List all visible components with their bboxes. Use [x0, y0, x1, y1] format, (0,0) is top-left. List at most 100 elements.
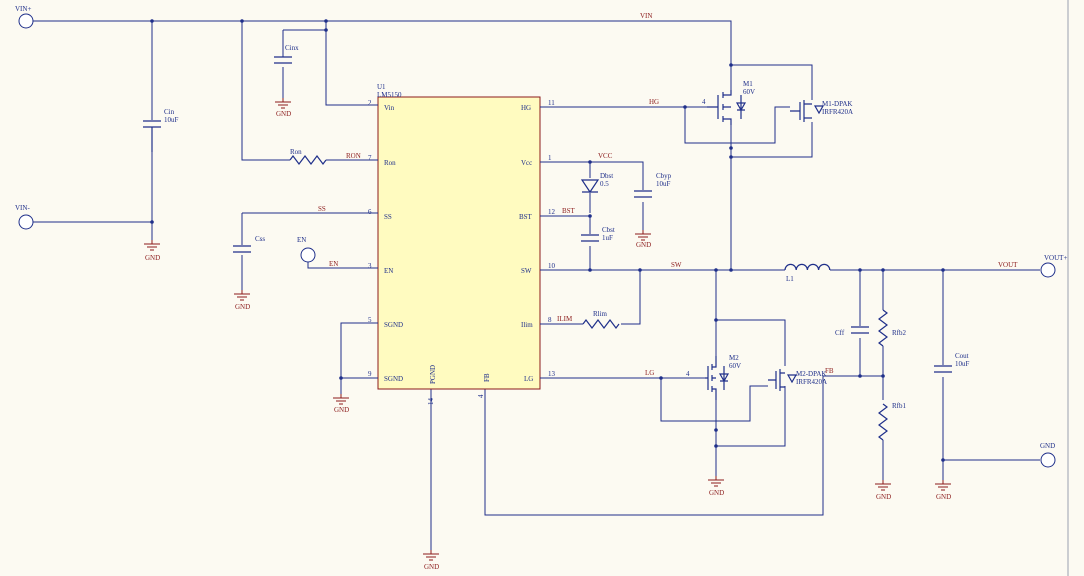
cbst-ref: Cbst	[602, 226, 615, 234]
m2-ref: M2	[729, 354, 739, 362]
gnd-symbol-rfb1: GND	[875, 480, 891, 501]
capacitor-cbyp[interactable]: Cbyp 10uF	[634, 172, 672, 198]
port-vout-plus[interactable]: VOUT+	[1040, 254, 1067, 278]
m2-gate-pin: 4	[686, 370, 690, 378]
gnd-label: GND	[709, 489, 724, 497]
net-label-vin: VIN	[640, 12, 652, 20]
gnd-symbol-cout: GND	[935, 480, 951, 501]
ic-pin-number: 7	[368, 154, 372, 162]
capacitor-cout[interactable]: Cout 10uF	[934, 352, 970, 373]
port-vin-plus-label: VIN+	[15, 5, 31, 13]
m1-gate-pin: 4	[702, 98, 706, 106]
capacitor-css[interactable]: Css	[233, 235, 265, 253]
gnd-symbol-css: GND	[234, 290, 250, 311]
ic-pin-name: FB	[483, 373, 491, 382]
resistor-rfb2[interactable]: Rfb2	[878, 309, 907, 347]
ic-pin-name: SGND	[384, 375, 403, 383]
m1-dpak-value: IRFR420A	[822, 108, 853, 116]
gnd-symbol-cinx: GND	[275, 98, 291, 118]
gnd-symbol-m2: GND	[708, 476, 724, 497]
m2-dpak-value: IRFR420A	[796, 378, 827, 386]
ic-pin-name: BST	[519, 213, 533, 221]
ron-ref: Ron	[290, 148, 302, 156]
junctions	[150, 19, 945, 462]
capacitor-cin[interactable]: Cin 10uF	[143, 108, 179, 152]
port-vin-plus[interactable]: VIN+	[15, 5, 34, 29]
ic-pin-number: 10	[548, 262, 556, 270]
gnd-symbol-pgnd: GND	[423, 550, 439, 571]
ic-pin-number: 6	[368, 208, 372, 216]
gnd-label: GND	[936, 493, 951, 501]
port-vin-minus-label: VIN-	[15, 204, 30, 212]
ic-pin-number: 9	[368, 370, 372, 378]
ic-pin-number: 11	[548, 99, 555, 107]
net-label-ss: SS	[318, 205, 326, 213]
net-label-vout: VOUT	[998, 261, 1018, 269]
ic-pin-number: 13	[548, 370, 556, 378]
ground-symbols: GND GND GND GND GND GND GND GND	[144, 98, 951, 571]
ic-pin-name: Ilim	[521, 321, 533, 329]
ic-pin-name: LG	[524, 375, 533, 383]
gnd-symbol-sgnd: GND	[333, 394, 349, 414]
port-gnd[interactable]: GND	[1040, 442, 1056, 468]
ic-pin-number: 5	[368, 316, 372, 324]
m1-value: 60V	[743, 88, 755, 96]
mosfet-m2[interactable]: 4 M2 60V	[686, 354, 741, 400]
cin-value: 10uF	[164, 116, 179, 124]
ic-pin-number: 1	[548, 154, 552, 162]
resistor-rfb1[interactable]: Rfb1	[878, 402, 907, 441]
diode-dbst[interactable]: Dbst 0.5	[580, 172, 613, 194]
cin-ref: Cin	[164, 108, 175, 116]
net-label-lg: LG	[645, 369, 654, 377]
ic-pin-name: Ron	[384, 159, 396, 167]
port-en-label: EN	[297, 236, 306, 244]
port-en[interactable]: EN	[297, 236, 316, 263]
dbst-ref: Dbst	[600, 172, 613, 180]
gnd-label: GND	[235, 303, 250, 311]
net-label-hg: HG	[649, 98, 659, 106]
inductor-l1[interactable]: L1	[784, 263, 831, 283]
ic-pin-number: 14	[427, 398, 435, 406]
ic-pin-number: 8	[548, 316, 552, 324]
capacitor-cbst[interactable]: Cbst 1uF	[581, 226, 615, 242]
gnd-label: GND	[334, 406, 349, 414]
capacitor-cinx[interactable]: Cinx	[274, 44, 299, 64]
gnd-label: GND	[145, 254, 160, 262]
resistor-rlim[interactable]: Rlim	[582, 310, 620, 329]
cbyp-ref: Cbyp	[656, 172, 672, 180]
gnd-symbol-cin: GND	[144, 240, 160, 262]
net-label-sw: SW	[671, 261, 682, 269]
mosfet-m1[interactable]: 4 M1 60V	[702, 80, 755, 125]
mosfet-m2-dpak[interactable]: M2-DPAK IRFR420A	[768, 369, 827, 391]
ic-pin-number: 3	[368, 262, 372, 270]
rfb2-ref: Rfb2	[892, 329, 907, 337]
resistor-ron[interactable]: Ron	[289, 148, 327, 165]
cout-value: 10uF	[955, 360, 970, 368]
m2-dpak-ref: M2-DPAK	[796, 370, 826, 378]
ic-pin-number: 4	[477, 394, 485, 398]
cout-ref: Cout	[955, 352, 969, 360]
port-gnd-label: GND	[1040, 442, 1055, 450]
ic-pin-name: Vin	[384, 104, 395, 112]
gnd-symbol-cbyp: GND	[635, 230, 651, 249]
port-vin-minus[interactable]: VIN-	[15, 204, 34, 230]
wires	[33, 20, 1040, 550]
net-label-en: EN	[329, 260, 338, 268]
ic-u1[interactable]: U1 LM5150 Vin 2 Ron 7 SS 6 EN 3 SGND 5 S…	[368, 83, 556, 405]
ic-pin-name: HG	[521, 104, 531, 112]
cbst-value: 1uF	[602, 234, 613, 242]
cff-ref: Cff	[835, 329, 845, 337]
net-labels: VIN HG RON VCC SS BST EN SW VOUT ILIM LG…	[318, 12, 1018, 377]
net-label-fb: FB	[825, 367, 834, 375]
mosfet-m1-dpak[interactable]: M1-DPAK IRFR420A	[790, 100, 853, 122]
cinx-ref: Cinx	[285, 44, 299, 52]
ic-pin-number: 2	[368, 99, 372, 107]
net-label-bst: BST	[562, 207, 576, 215]
m1-ref: M1	[743, 80, 753, 88]
net-label-ron: RON	[346, 152, 361, 160]
rfb1-ref: Rfb1	[892, 402, 907, 410]
capacitor-cff[interactable]: Cff	[835, 326, 869, 337]
net-label-ilim: ILIM	[557, 315, 573, 323]
rlim-ref: Rlim	[593, 310, 608, 318]
